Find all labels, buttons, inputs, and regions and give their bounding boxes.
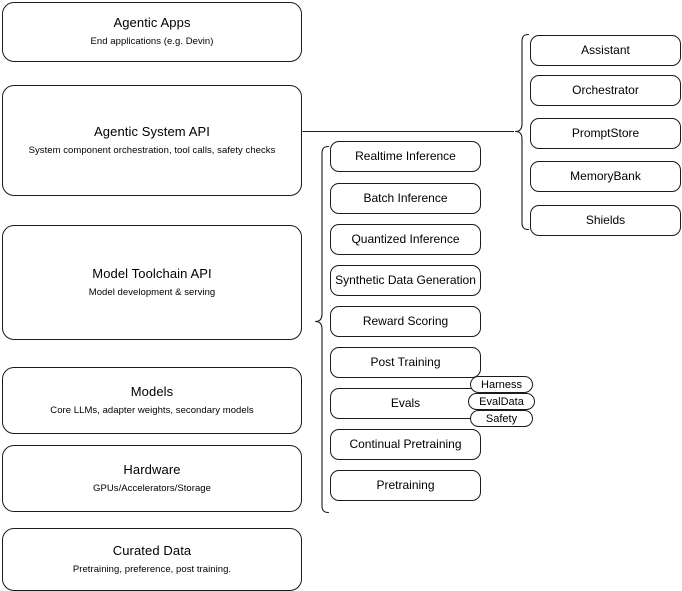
component-continual-pretraining[interactable]: Continual Pretraining: [330, 429, 481, 460]
component-label: Continual Pretraining: [349, 436, 462, 451]
component-memorybank[interactable]: MemoryBank: [530, 161, 681, 192]
layer-subtitle: System component orchestration, tool cal…: [28, 144, 276, 156]
evals-subcomponent-safety[interactable]: Safety: [470, 410, 533, 427]
component-batch-inference[interactable]: Batch Inference: [330, 183, 481, 214]
component-label: Pretraining: [376, 477, 435, 492]
component-quantized-inference[interactable]: Quantized Inference: [330, 224, 481, 255]
brace-model-toolchain-components: [314, 145, 330, 514]
layer-title: Agentic System API: [94, 123, 210, 139]
component-label: Batch Inference: [363, 190, 448, 205]
evals-subcomponent-evaldata[interactable]: EvalData: [468, 393, 535, 410]
layer-title: Hardware: [123, 461, 181, 477]
component-label: Synthetic Data Generation: [335, 272, 476, 287]
component-label: Reward Scoring: [362, 313, 449, 328]
layer-title: Models: [130, 383, 174, 399]
layer-subtitle: Pretraining, preference, post training.: [72, 563, 232, 575]
layer-model-toolchain-api[interactable]: Model Toolchain API Model development & …: [2, 225, 302, 340]
evals-subcomponent-label: Safety: [485, 412, 518, 425]
component-orchestrator[interactable]: Orchestrator: [530, 75, 681, 106]
component-assistant[interactable]: Assistant: [530, 35, 681, 66]
layer-curated-data[interactable]: Curated Data Pretraining, preference, po…: [2, 528, 302, 591]
layer-hardware[interactable]: Hardware GPUs/Accelerators/Storage: [2, 445, 302, 512]
layer-subtitle: Model development & serving: [88, 286, 216, 298]
component-shields[interactable]: Shields: [530, 205, 681, 236]
component-post-training[interactable]: Post Training: [330, 347, 481, 378]
layer-models[interactable]: Models Core LLMs, adapter weights, secon…: [2, 367, 302, 434]
layer-subtitle: End applications (e.g. Devin): [90, 36, 214, 47]
layer-title: Model Toolchain API: [92, 265, 212, 281]
component-reward-scoring[interactable]: Reward Scoring: [330, 306, 481, 337]
layer-title: Agentic Apps: [113, 15, 191, 31]
component-label: PromptStore: [571, 125, 640, 140]
component-label: Post Training: [370, 354, 441, 369]
layer-agentic-apps[interactable]: Agentic Apps End applications (e.g. Devi…: [2, 2, 302, 62]
component-label: Shields: [585, 212, 626, 227]
evals-subcomponent-label: EvalData: [479, 395, 524, 408]
component-label: Orchestrator: [572, 82, 639, 97]
component-evals[interactable]: Evals: [330, 388, 481, 419]
component-synthetic-data-generation[interactable]: Synthetic Data Generation: [330, 265, 481, 296]
evals-subcomponent-harness[interactable]: Harness: [470, 376, 533, 393]
layer-subtitle: Core LLMs, adapter weights, secondary mo…: [50, 404, 254, 416]
component-pretraining[interactable]: Pretraining: [330, 470, 481, 501]
component-label: MemoryBank: [570, 168, 641, 183]
component-label: Assistant: [581, 42, 630, 57]
layer-subtitle: GPUs/Accelerators/Storage: [93, 482, 211, 494]
layer-agentic-system-api[interactable]: Agentic System API System component orch…: [2, 85, 302, 196]
component-label: Quantized Inference: [351, 231, 460, 246]
component-label: Realtime Inference: [355, 148, 456, 163]
brace-agentic-system-components: [514, 33, 530, 231]
component-promptstore[interactable]: PromptStore: [530, 118, 681, 149]
layer-title: Curated Data: [112, 542, 192, 558]
evals-subcomponent-label: Harness: [481, 378, 522, 391]
component-realtime-inference[interactable]: Realtime Inference: [330, 141, 481, 172]
component-label: Evals: [390, 395, 421, 410]
